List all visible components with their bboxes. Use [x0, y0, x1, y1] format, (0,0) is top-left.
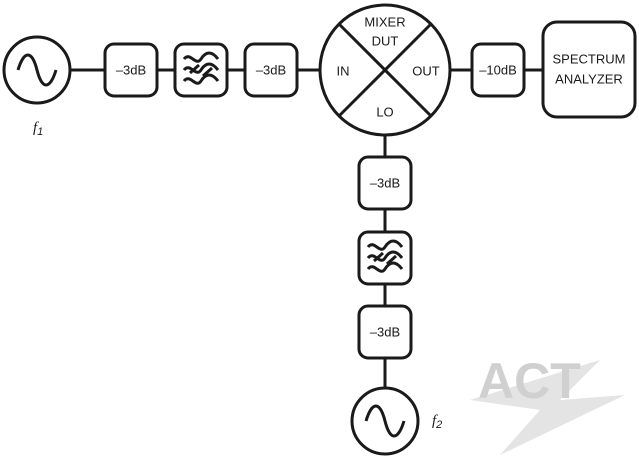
mixer-in-port: IN [337, 64, 350, 79]
connection-lines [70, 68, 543, 388]
analyzer-label-line1: SPECTRUM [553, 52, 626, 67]
source-f2: f2 [350, 386, 442, 456]
mixer-out-port: OUT [412, 64, 440, 79]
attenuator-top-2-label: –3dB [256, 63, 286, 78]
source-f2-label: f2 [432, 413, 442, 431]
bandpass-filter-icon [366, 239, 404, 273]
attenuator-out-label: –10dB [479, 63, 517, 78]
mixer-title-line1: MIXER [364, 15, 405, 30]
source-f1-label: f1 [33, 120, 43, 138]
attenuator-lo-2-label: –3dB [370, 325, 400, 340]
bandpass-filter-icon [182, 51, 220, 85]
mixer-lo-port: LO [376, 105, 393, 120]
act-watermark-logo: ACT [470, 353, 625, 455]
watermark-text: ACT [478, 353, 581, 409]
sine-wave-icon [16, 53, 58, 87]
attenuator-lo-1-label: –3dB [370, 176, 400, 191]
filter-top [173, 42, 229, 98]
attenuator-top-2: –3dB [243, 42, 299, 98]
mixer-title-line2: DUT [372, 34, 399, 49]
attenuator-out: –10dB [470, 42, 526, 98]
attenuator-lo-2: –3dB [357, 304, 413, 360]
attenuator-lo-1: –3dB [357, 155, 413, 211]
source-f1: f1 [2, 35, 72, 138]
sine-wave-icon [364, 404, 406, 438]
analyzer-label-line2: ANALYZER [555, 72, 623, 87]
attenuator-top-1-label: –3dB [116, 63, 146, 78]
attenuator-top-1: –3dB [103, 42, 159, 98]
mixer-dut: MIXER DUT IN OUT LO [318, 3, 452, 137]
filter-lo [357, 230, 413, 286]
spectrum-analyzer: SPECTRUM ANALYZER [541, 20, 637, 119]
